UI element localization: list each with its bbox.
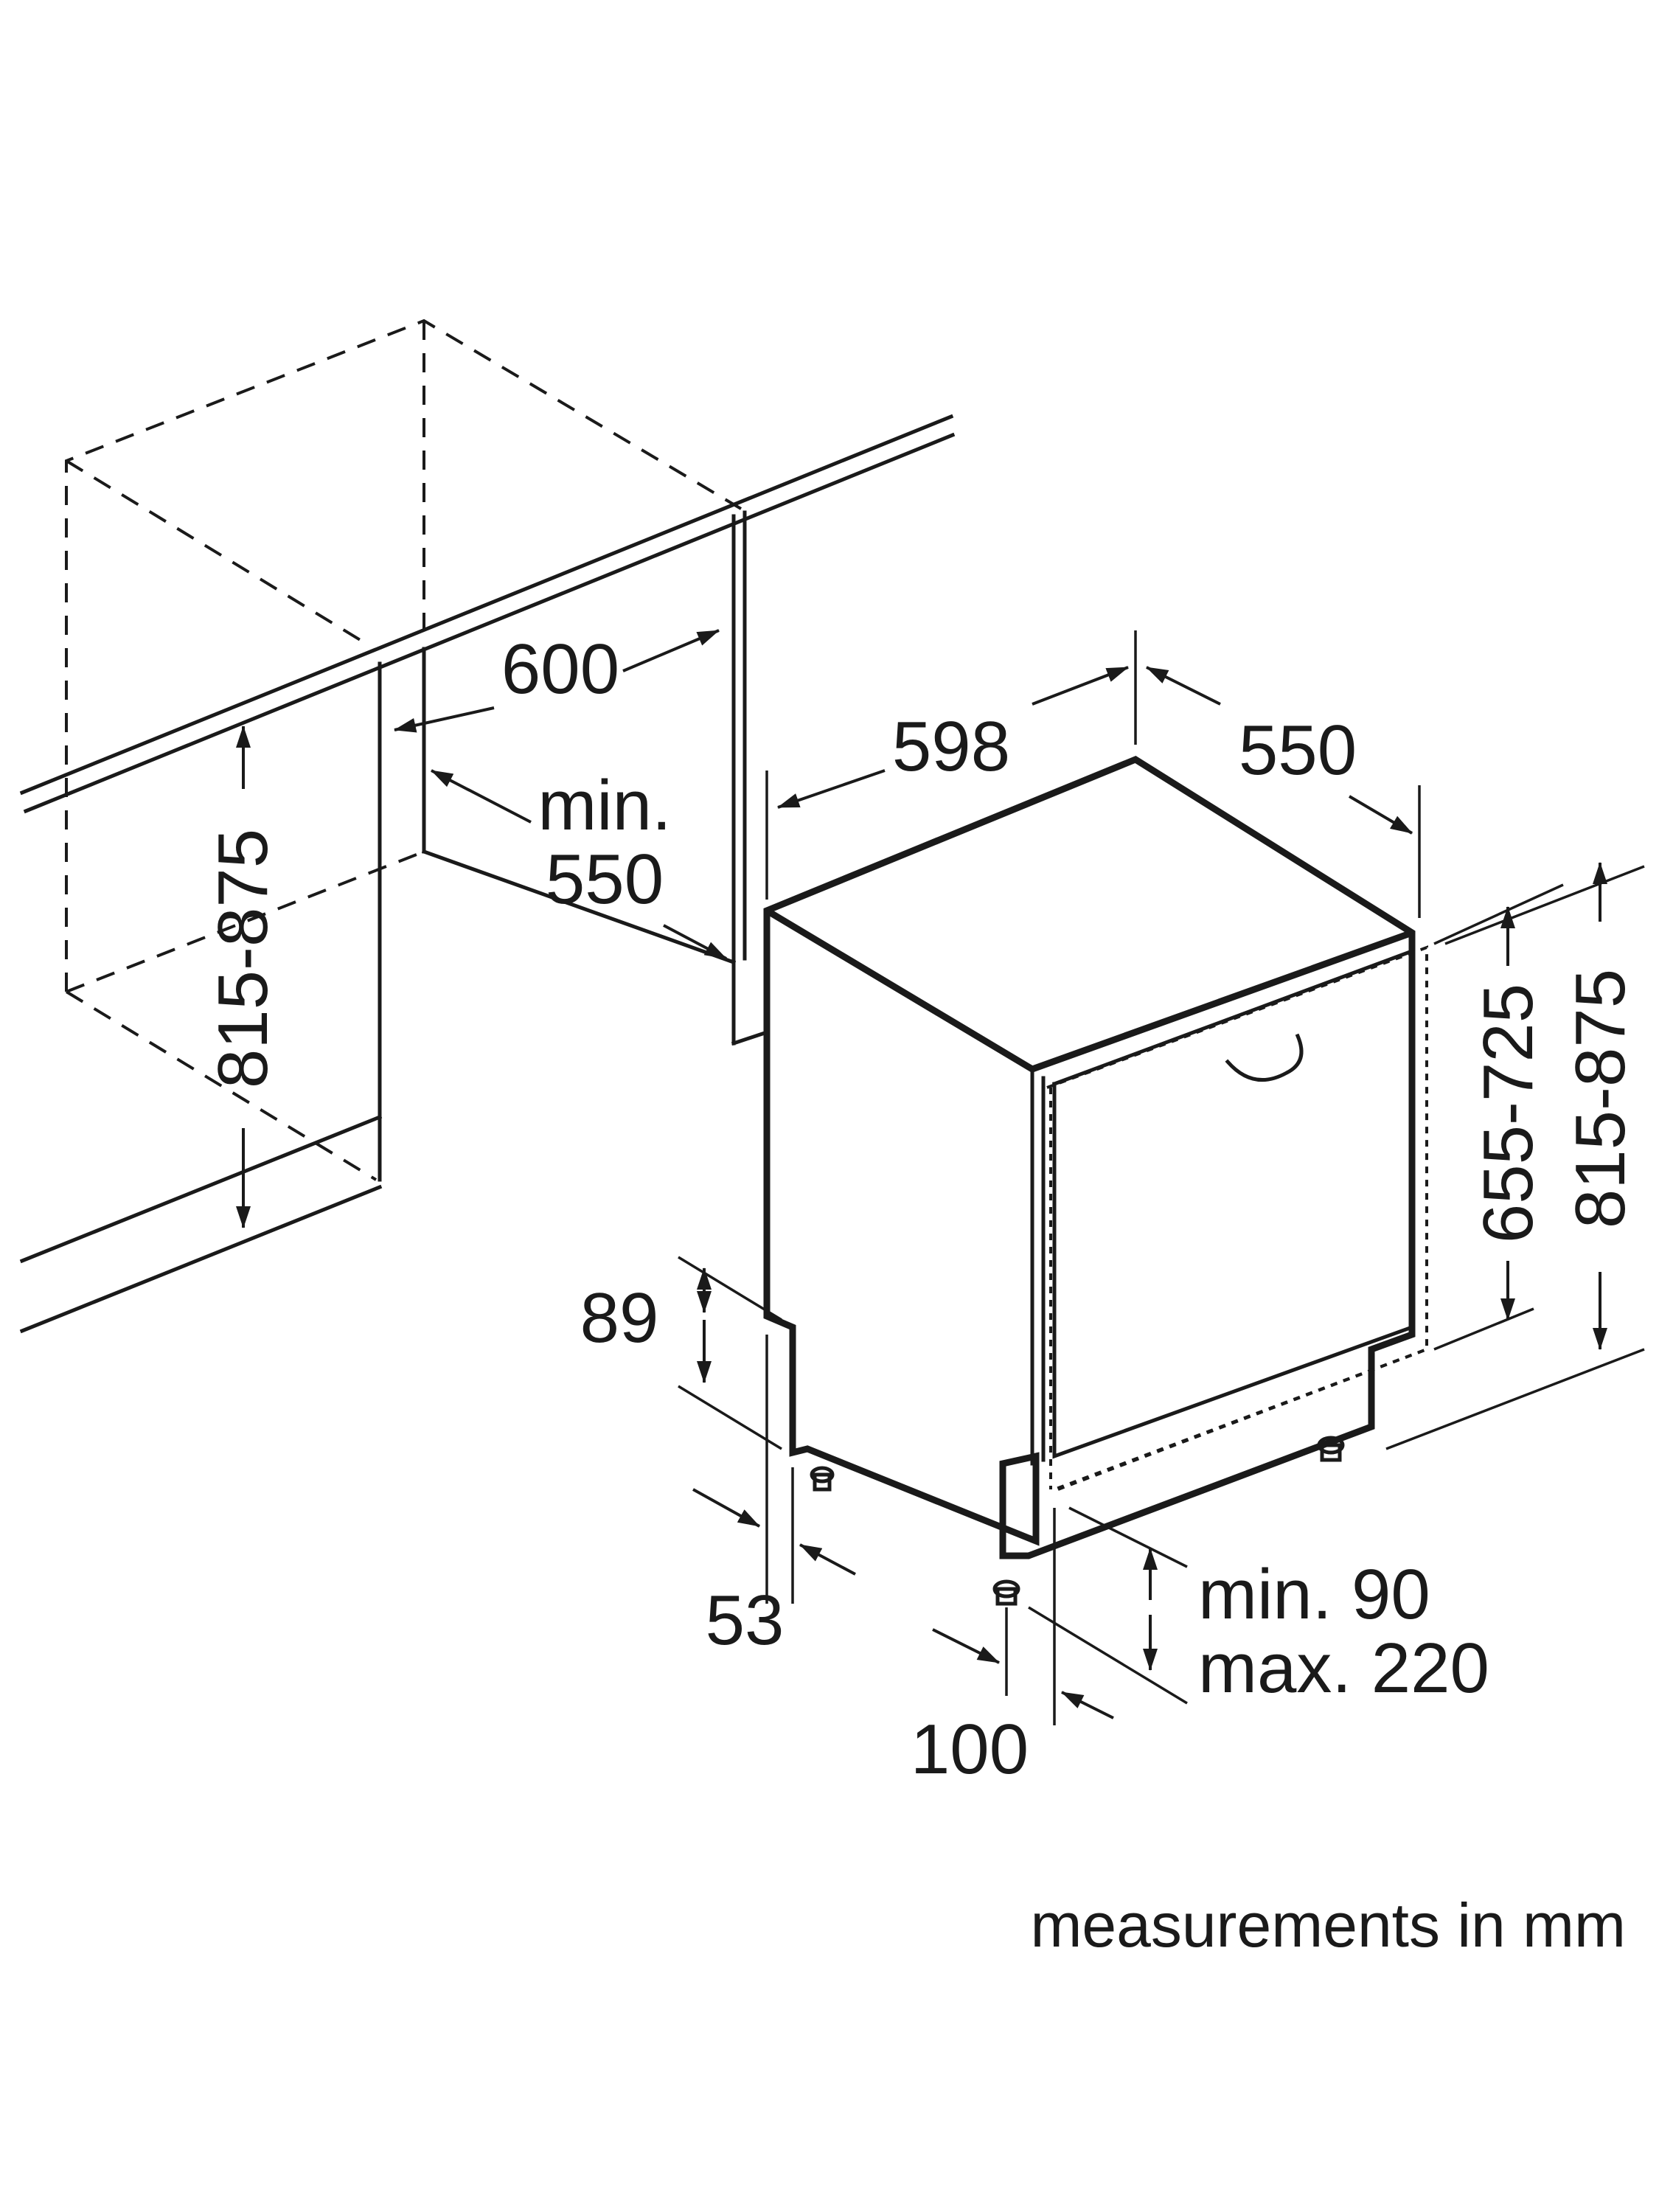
appliance-total-height-label: 815-875: [1561, 969, 1640, 1228]
appliance-width-label: 598: [892, 707, 1010, 786]
dishwasher-dimensions: [692, 666, 1607, 1719]
cabinet-width-label: 600: [501, 630, 619, 709]
cabinet-niche: [19, 319, 956, 1334]
dishwasher-body: [763, 755, 1416, 1559]
right-side-panel: [421, 510, 770, 1046]
door-handle-icon: [1225, 1033, 1304, 1082]
cabinet-dimensions: [236, 629, 727, 1228]
left-side-panel: [378, 647, 426, 1182]
plinth-height-label-line2: max. 220: [1198, 1629, 1489, 1708]
door-panel-outline: [1046, 945, 1428, 1491]
worktop: [19, 414, 956, 814]
appliance-depth-label: 550: [1239, 711, 1357, 790]
plinth-height-label-line1: min. 90: [1198, 1555, 1430, 1634]
dimension-extension-lines: [678, 630, 1645, 1725]
appliance-body-height-label: 655-725: [1469, 984, 1548, 1243]
plinth-recess-depth-label: 53: [706, 1581, 785, 1660]
cabinet-dashed-outline: [65, 319, 742, 1181]
cabinet-height-label: 815-875: [204, 829, 282, 1088]
cabinet-depth-label-line1: min.: [538, 766, 671, 845]
dishwasher-unit: [763, 755, 1428, 1606]
floor-line: [19, 1114, 383, 1334]
adjustable-feet: [810, 1436, 1345, 1606]
cabinet-depth-label-line2: 550: [546, 840, 664, 919]
foot-offset-label: 100: [911, 1710, 1029, 1789]
units-note: measurements in mm: [1030, 1891, 1626, 1960]
plinth-recess-height-label: 89: [580, 1279, 659, 1357]
